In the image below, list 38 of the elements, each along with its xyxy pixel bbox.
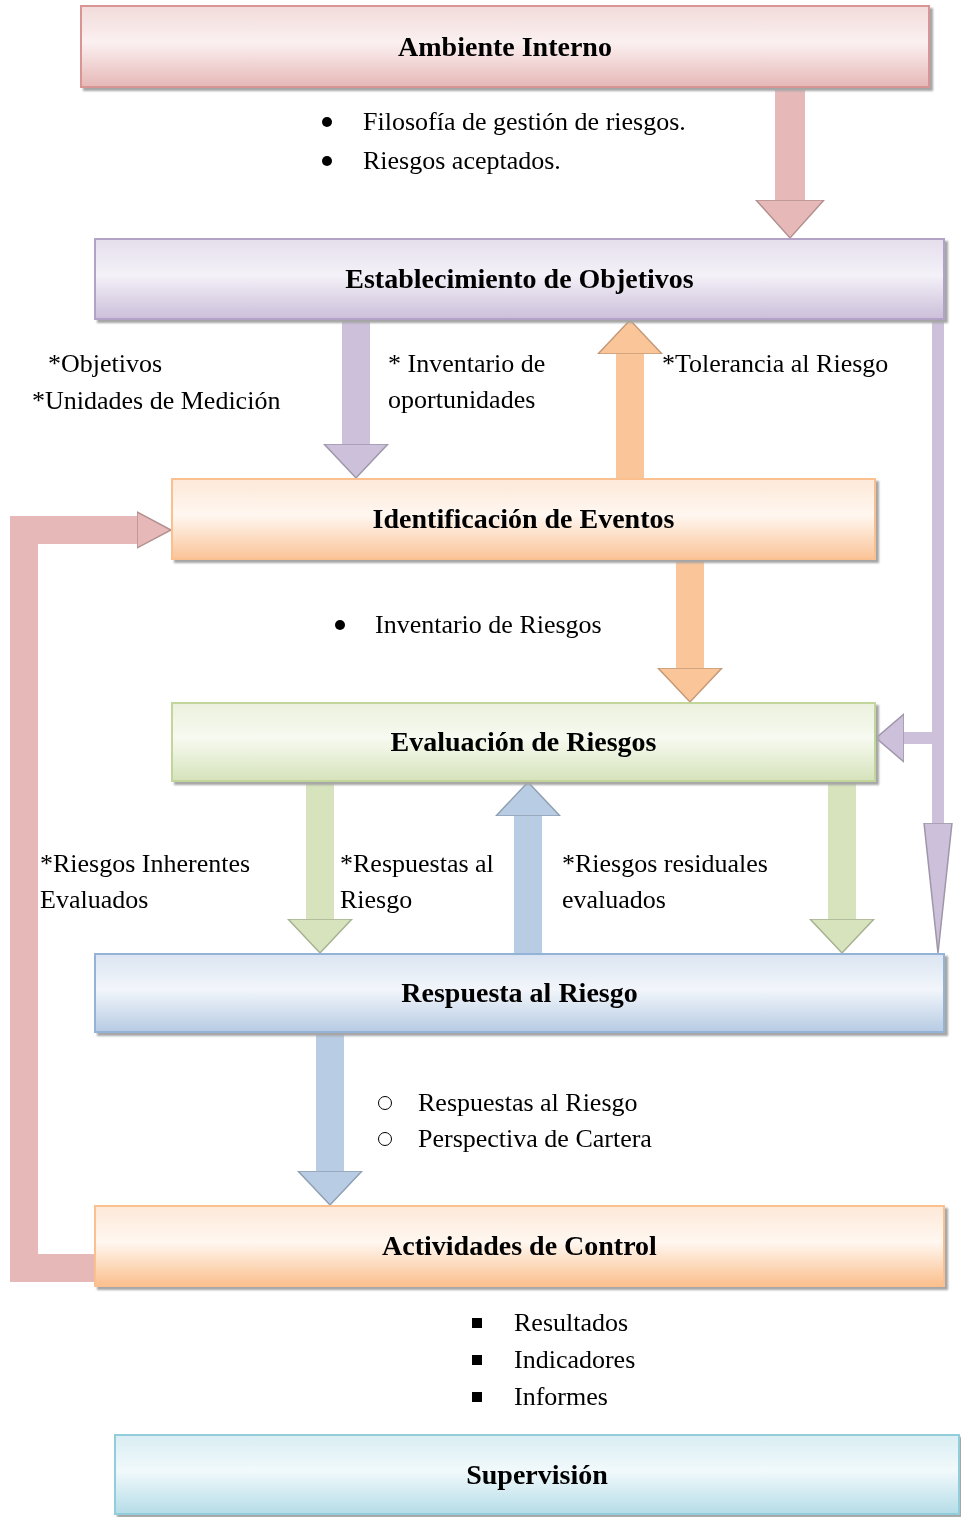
- annotation-text: *Objetivos: [48, 348, 163, 380]
- box-title: Respuesta al Riesgo: [401, 977, 638, 1009]
- process-box: [94, 238, 945, 320]
- process-box: [171, 478, 876, 560]
- block-arrow: [809, 782, 875, 954]
- process-box: [114, 1434, 960, 1515]
- block-arrow: [323, 320, 389, 479]
- process-box: [94, 1205, 945, 1287]
- annotation-text: Informes: [514, 1381, 608, 1413]
- process-box: [80, 5, 930, 88]
- block-arrow: [597, 319, 663, 478]
- block-arrow: [495, 781, 561, 953]
- annotation-text: Inventario de Riesgos: [375, 609, 602, 641]
- annotation-text: Riesgos aceptados.: [363, 145, 561, 177]
- annotation-text: Respuestas al Riesgo: [418, 1087, 638, 1119]
- annotation-text: * Inventario de oportunidades: [388, 348, 547, 416]
- block-arrow: [297, 1033, 363, 1206]
- annotation-text: Perspectiva de Cartera: [418, 1123, 652, 1155]
- annotation-text: *Tolerancia al Riesgo: [662, 348, 889, 380]
- box-title: Ambiente Interno: [398, 30, 612, 63]
- process-box: [171, 702, 876, 782]
- annotation-text: Resultados: [514, 1307, 629, 1339]
- block-arrow: [755, 88, 825, 239]
- block-arrow: [657, 560, 723, 703]
- annotation-text: *Unidades de Medición: [32, 385, 281, 417]
- annotation-text: *Riesgos Inherentes Evaluados: [40, 848, 252, 916]
- box-title: Evaluación de Riesgos: [390, 726, 657, 758]
- box-title: Supervisión: [466, 1458, 608, 1491]
- annotation-text: *Respuestas al Riesgo: [340, 848, 495, 916]
- annotation-text: *Riesgos residuales evaluados: [562, 848, 769, 916]
- box-title: Identificación de Eventos: [372, 503, 675, 535]
- process-box: [94, 953, 945, 1033]
- annotation-text: Filosofía de gestión de riesgos.: [363, 106, 686, 138]
- block-arrow: [10, 511, 172, 1282]
- block-arrow: [287, 782, 353, 954]
- box-title: Actividades de Control: [382, 1230, 657, 1262]
- box-title: Establecimiento de Objetivos: [345, 263, 694, 295]
- annotation-text: Indicadores: [514, 1344, 636, 1376]
